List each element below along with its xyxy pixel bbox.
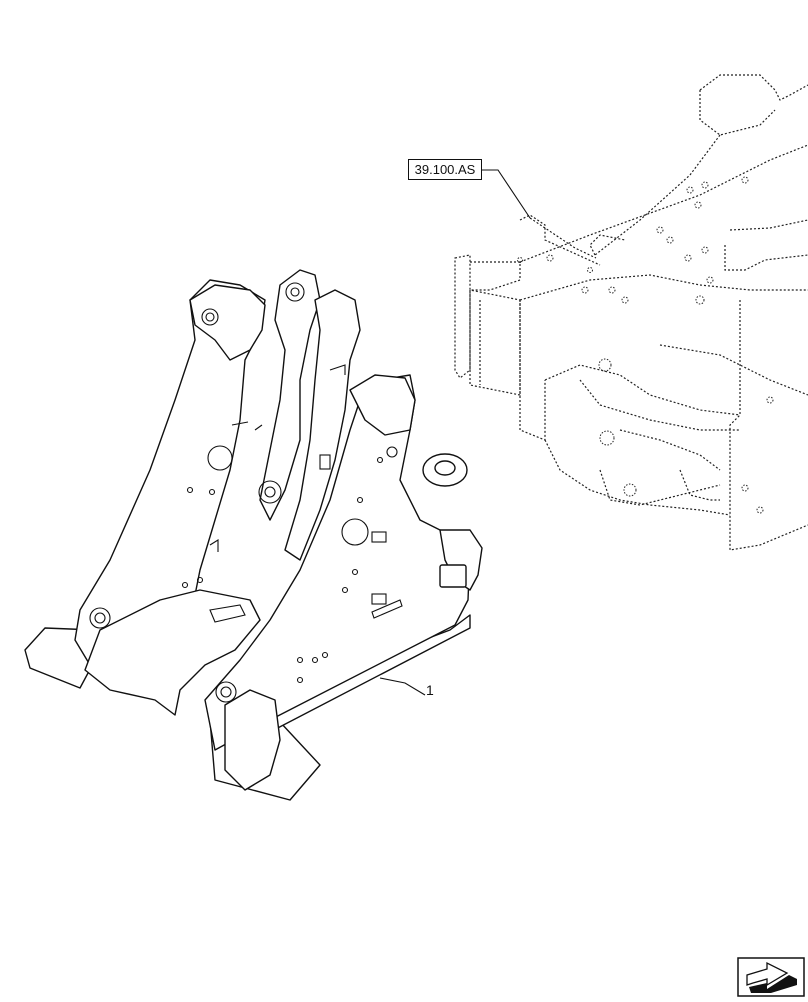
front-bracket-assembly — [24, 269, 483, 801]
next-page-arrow-icon[interactable] — [737, 957, 805, 997]
tractor-frame-holes — [517, 176, 774, 514]
callout-number: 1 — [426, 682, 434, 698]
leader-line-reference — [482, 169, 597, 259]
tractor-frame-dotted — [454, 74, 808, 551]
reference-label[interactable]: 39.100.AS — [408, 159, 482, 180]
leader-line-callout — [379, 677, 426, 696]
front-bracket-holes — [89, 282, 403, 703]
